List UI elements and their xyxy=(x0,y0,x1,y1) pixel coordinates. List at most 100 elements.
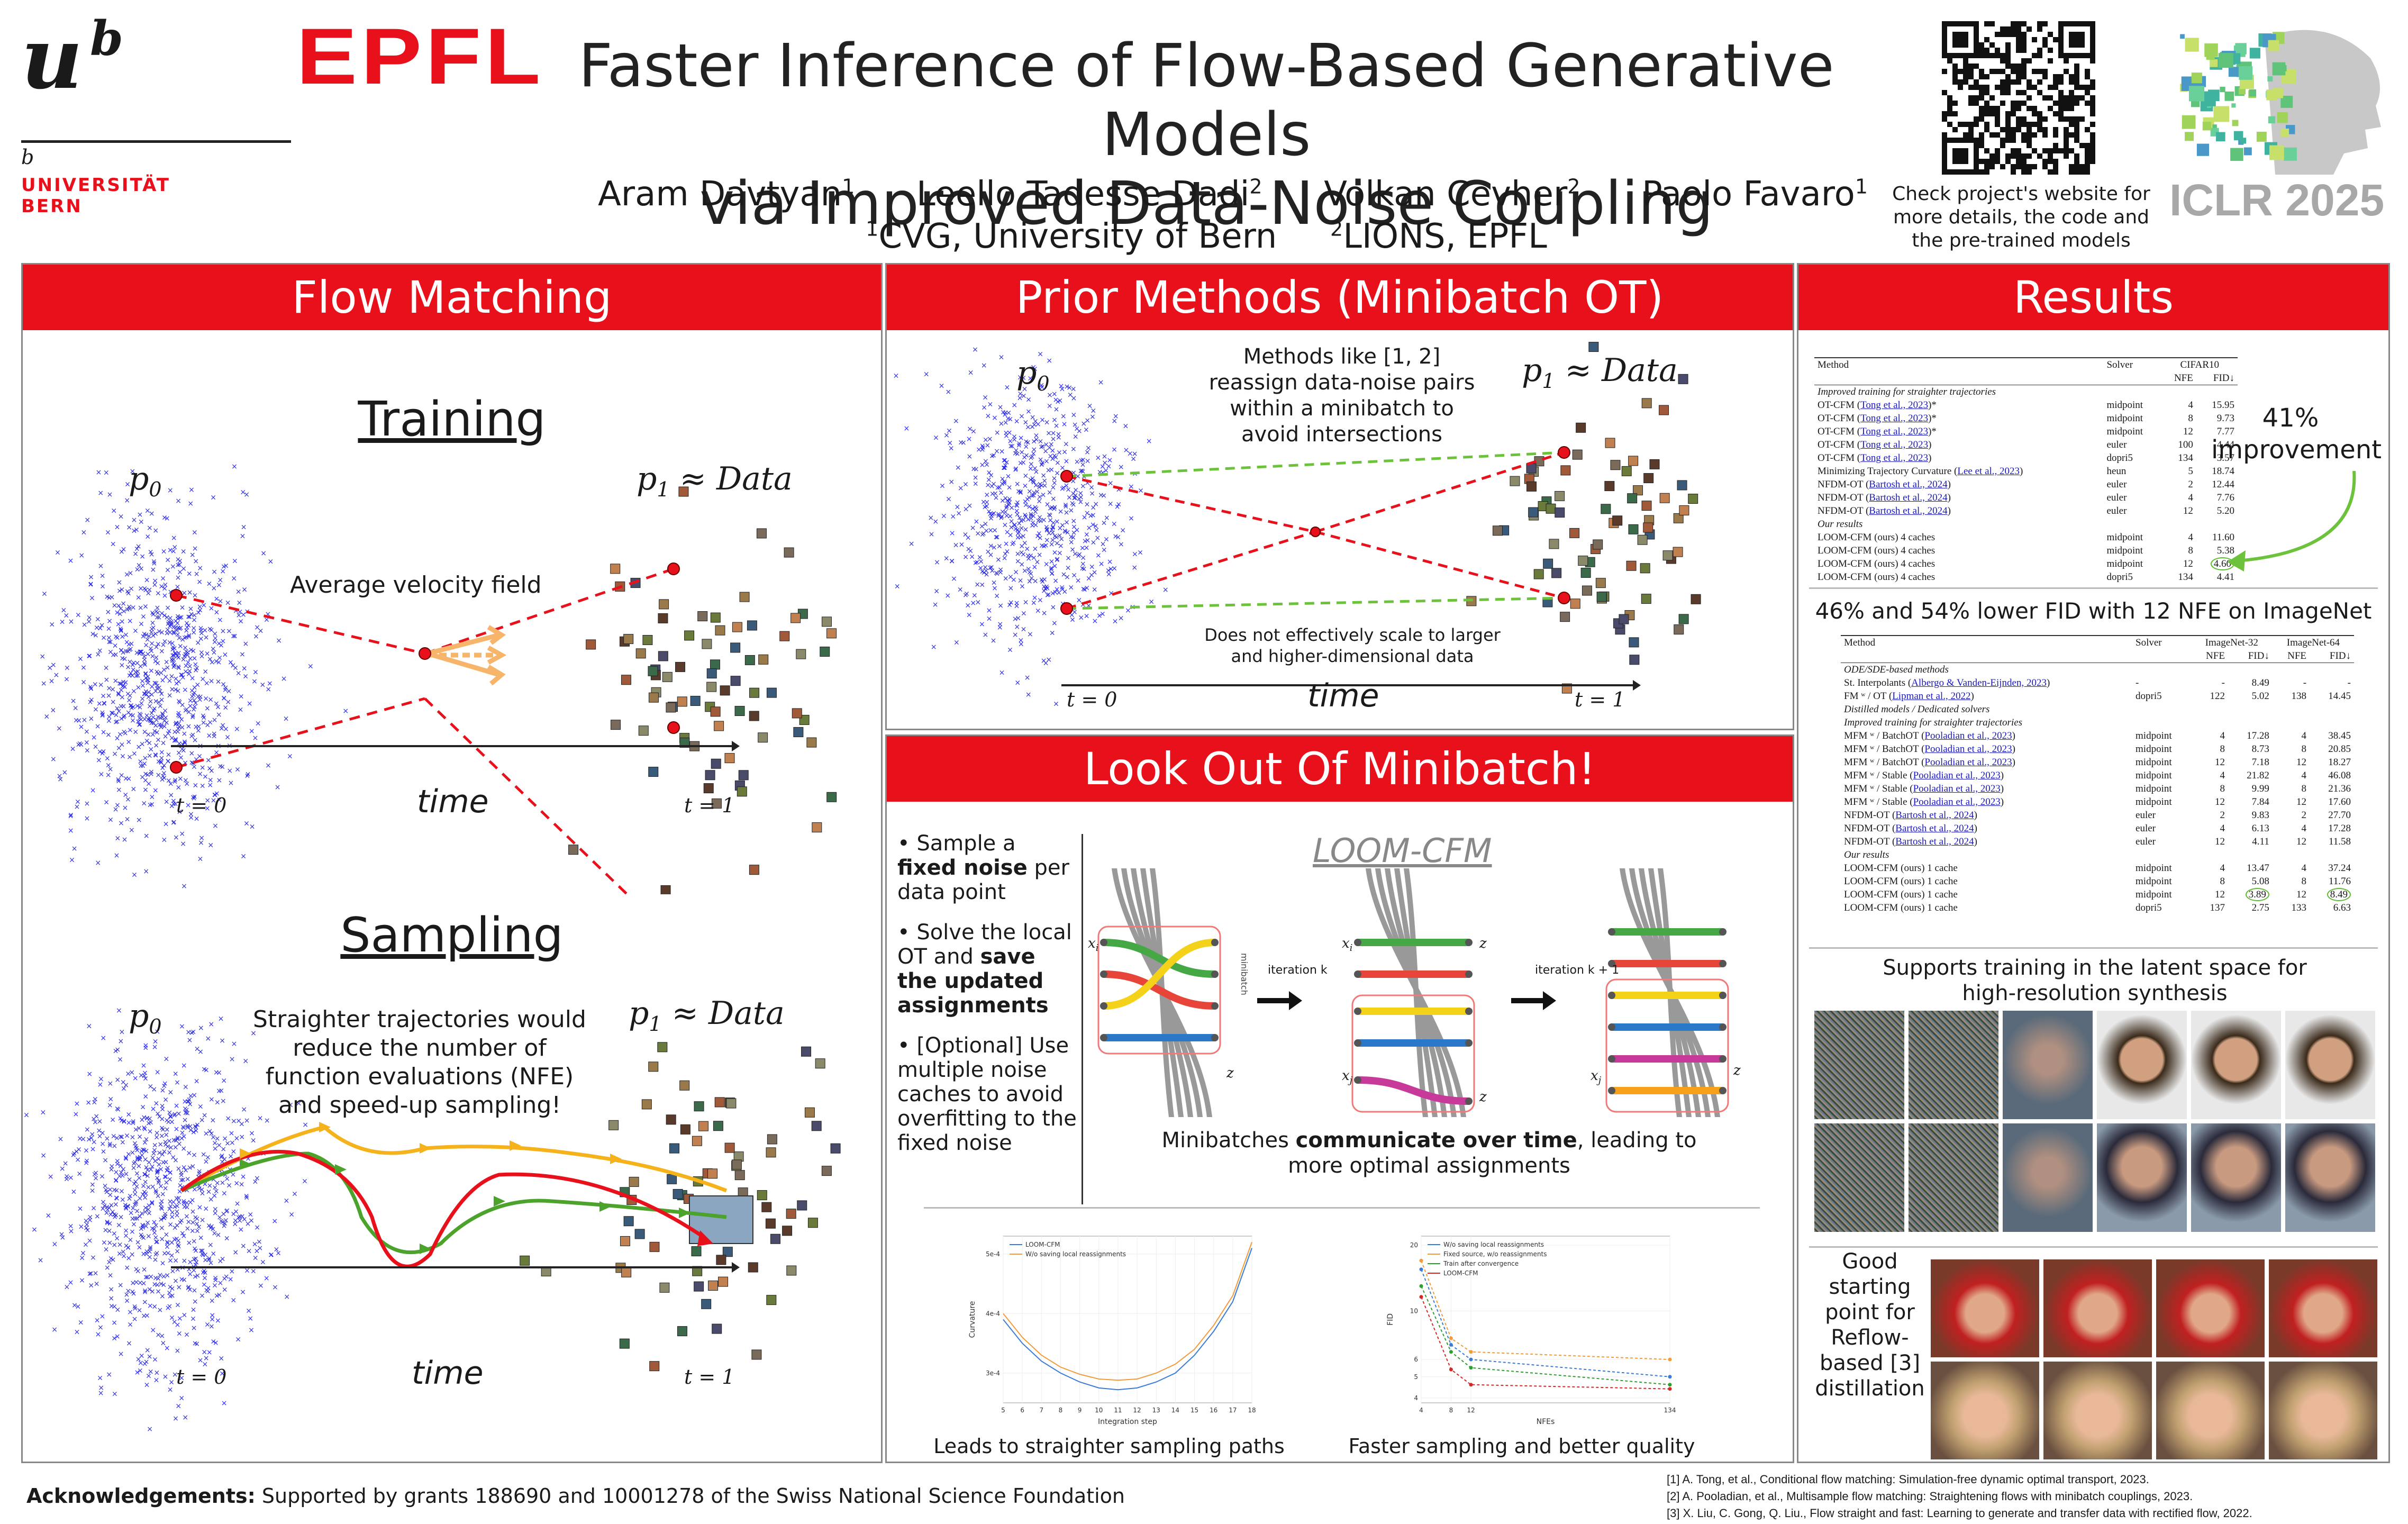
svg-text:×: × xyxy=(147,1425,153,1434)
svg-text:×: × xyxy=(197,855,204,863)
svg-text:×: × xyxy=(130,1279,136,1287)
svg-text:×: × xyxy=(242,1057,249,1066)
svg-text:×: × xyxy=(1028,454,1034,462)
svg-text:×: × xyxy=(956,509,962,518)
svg-text:×: × xyxy=(215,1231,222,1239)
svg-text:×: × xyxy=(164,1271,170,1280)
svg-text:×: × xyxy=(178,1176,185,1184)
svg-text:×: × xyxy=(80,1249,86,1257)
svg-text:×: × xyxy=(125,690,131,698)
svg-text:×: × xyxy=(59,1233,66,1242)
svg-text:×: × xyxy=(1069,500,1076,508)
svg-text:×: × xyxy=(1033,436,1040,444)
svg-text:×: × xyxy=(135,593,142,602)
svg-text:×: × xyxy=(203,1157,210,1166)
svg-text:×: × xyxy=(139,1115,145,1124)
qr-code[interactable] xyxy=(1942,21,2095,175)
svg-text:×: × xyxy=(903,424,910,433)
svg-text:×: × xyxy=(99,712,106,720)
svg-text:×: × xyxy=(216,1087,222,1095)
svg-text:×: × xyxy=(186,1265,192,1274)
svg-text:×: × xyxy=(1086,524,1093,532)
svg-text:×: × xyxy=(207,1224,214,1232)
affiliations: 1CVG, University of Bern 2LIONS, EPFL xyxy=(866,217,1547,256)
legend-label: LOOM-CFM xyxy=(1025,1241,1060,1248)
svg-text:×: × xyxy=(983,631,989,639)
svg-text:×: × xyxy=(219,1369,225,1378)
svg-text:×: × xyxy=(185,1224,191,1233)
loom-bullets: • Sample a fixed noise per data point • … xyxy=(897,831,1080,1155)
svg-text:×: × xyxy=(1111,520,1117,529)
svg-text:×: × xyxy=(187,662,193,670)
svg-text:×: × xyxy=(186,1149,192,1158)
svg-text:×: × xyxy=(114,1134,120,1142)
svg-text:×: × xyxy=(939,482,946,491)
svg-text:×: × xyxy=(199,764,206,772)
svg-text:×: × xyxy=(141,1123,148,1132)
svg-text:×: × xyxy=(985,412,992,421)
svg-text:×: × xyxy=(130,703,137,712)
svg-text:×: × xyxy=(155,1287,161,1296)
svg-text:×: × xyxy=(175,1347,181,1355)
svg-text:×: × xyxy=(214,1179,221,1187)
svg-text:×: × xyxy=(999,475,1006,483)
svg-text:×: × xyxy=(210,1225,216,1233)
svg-text:×: × xyxy=(1051,451,1058,460)
svg-text:×: × xyxy=(119,1028,125,1037)
svg-text:×: × xyxy=(88,685,94,693)
svg-text:×: × xyxy=(245,1220,251,1228)
svg-text:×: × xyxy=(959,541,965,549)
svg-text:×: × xyxy=(210,493,216,502)
svg-text:×: × xyxy=(1003,504,1010,512)
svg-text:×: × xyxy=(84,728,90,736)
svg-text:×: × xyxy=(91,733,97,742)
svg-text:×: × xyxy=(228,658,234,667)
svg-text:×: × xyxy=(159,696,165,704)
svg-text:×: × xyxy=(1001,464,1007,473)
svg-text:×: × xyxy=(176,561,183,569)
svg-text:×: × xyxy=(988,563,995,572)
svg-text:×: × xyxy=(242,640,249,648)
svg-text:×: × xyxy=(142,586,149,595)
svg-text:×: × xyxy=(1030,505,1036,513)
svg-text:×: × xyxy=(187,1164,193,1172)
svg-text:×: × xyxy=(1039,577,1046,586)
svg-text:×: × xyxy=(1090,406,1096,415)
svg-text:×: × xyxy=(134,1368,141,1377)
svg-text:×: × xyxy=(207,841,214,849)
svg-text:×: × xyxy=(106,684,112,693)
svg-text:×: × xyxy=(147,1115,153,1123)
svg-text:×: × xyxy=(181,1164,187,1172)
svg-text:×: × xyxy=(135,1267,141,1276)
svg-text:×: × xyxy=(99,1173,105,1181)
svg-text:×: × xyxy=(168,1088,174,1096)
svg-text:×: × xyxy=(160,1339,167,1348)
svg-text:×: × xyxy=(140,1250,147,1258)
svg-text:×: × xyxy=(1051,619,1058,628)
svg-text:×: × xyxy=(63,1175,70,1183)
svg-text:×: × xyxy=(64,664,70,672)
svg-text:×: × xyxy=(1131,564,1138,572)
svg-text:×: × xyxy=(283,714,289,723)
svg-text:×: × xyxy=(103,676,110,684)
svg-text:×: × xyxy=(950,512,956,521)
svg-text:×: × xyxy=(1029,521,1035,530)
svg-text:×: × xyxy=(107,1095,114,1103)
svg-text:×: × xyxy=(1107,500,1114,508)
svg-text:×: × xyxy=(184,779,190,788)
svg-text:×: × xyxy=(223,1216,229,1224)
svg-text:×: × xyxy=(965,601,971,610)
svg-text:×: × xyxy=(111,1303,117,1311)
svg-text:×: × xyxy=(143,1041,149,1050)
svg-text:×: × xyxy=(153,1368,160,1377)
svg-text:×: × xyxy=(68,811,74,820)
svg-text:×: × xyxy=(173,650,179,658)
generated-image xyxy=(2285,1123,2375,1232)
svg-text:×: × xyxy=(156,684,162,692)
svg-text:×: × xyxy=(1098,560,1105,568)
svg-text:×: × xyxy=(197,695,203,704)
svg-text:×: × xyxy=(993,494,999,502)
svg-text:×: × xyxy=(123,1291,130,1299)
svg-text:×: × xyxy=(1038,382,1044,390)
svg-text:×: × xyxy=(142,1204,149,1212)
